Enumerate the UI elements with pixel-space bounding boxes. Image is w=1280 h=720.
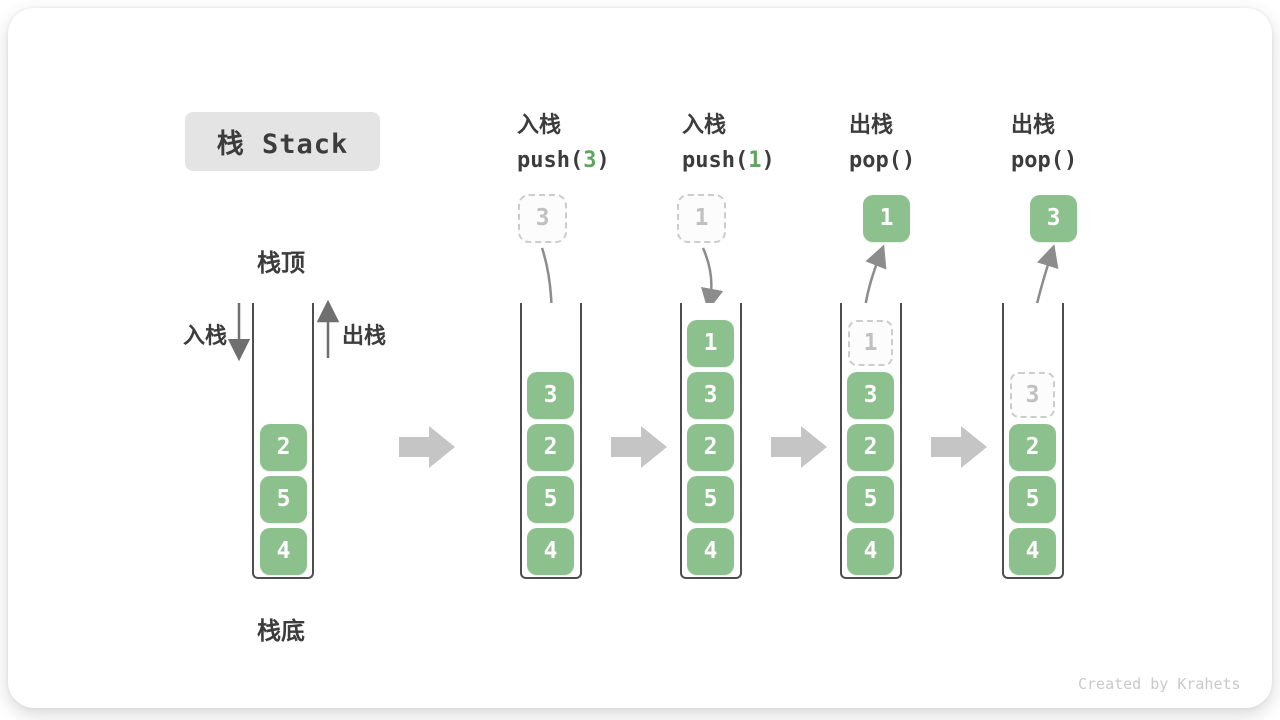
stack4-element: 2 — [847, 424, 894, 471]
watermark: Created by Krahets — [1078, 675, 1241, 693]
stack5-ghost-element: 3 — [1010, 372, 1055, 418]
op-code: push(3) — [517, 148, 610, 173]
op-header-push-3: 入栈 push(3) — [517, 107, 667, 173]
op-code: push(1) — [682, 148, 775, 173]
stack2-element: 2 — [527, 424, 574, 471]
stack4-element: 3 — [847, 372, 894, 419]
pop-side-label: 出栈 — [342, 323, 387, 348]
stack2-element: 5 — [527, 476, 574, 523]
stack1-element: 5 — [260, 476, 307, 523]
diagram-title: 栈 Stack — [185, 112, 380, 171]
stack3-element: 2 — [687, 424, 734, 471]
stack5-element: 2 — [1009, 424, 1056, 471]
stack3-incoming-element: 1 — [677, 194, 726, 243]
stack3-element: 5 — [687, 476, 734, 523]
op-header-pop-2: 出栈 pop() — [1011, 107, 1161, 173]
op-code: pop() — [1011, 148, 1078, 173]
op-arg: 3 — [583, 148, 597, 173]
stack4-element: 4 — [847, 528, 894, 575]
stack-top-label: 栈顶 — [257, 250, 305, 277]
stack4-element: 5 — [847, 476, 894, 523]
stack5-element: 4 — [1009, 528, 1056, 575]
push-side-label: 入栈 — [183, 323, 228, 348]
op-code: pop() — [849, 148, 916, 173]
stack4-ghost-element: 1 — [848, 320, 893, 366]
stack1-element: 2 — [260, 424, 307, 471]
stack1-element: 4 — [260, 528, 307, 575]
stack2-incoming-element: 3 — [518, 194, 567, 243]
stack3-element: 3 — [687, 372, 734, 419]
stack3-element: 1 — [687, 320, 734, 367]
op-header-pop-1: 出栈 pop() — [849, 107, 999, 173]
stack5-popped-element: 3 — [1030, 195, 1077, 242]
op-arg: 1 — [748, 148, 762, 173]
op-label: 出栈 — [849, 112, 894, 137]
stack4-popped-element: 1 — [863, 195, 910, 242]
op-label: 入栈 — [682, 112, 727, 137]
stack3-element: 4 — [687, 528, 734, 575]
stack-bottom-label: 栈底 — [257, 618, 305, 645]
op-header-push-1: 入栈 push(1) — [682, 107, 832, 173]
stack2-element: 3 — [527, 372, 574, 419]
op-label: 出栈 — [1011, 112, 1056, 137]
stack5-element: 5 — [1009, 476, 1056, 523]
op-label: 入栈 — [517, 112, 562, 137]
stack2-element: 4 — [527, 528, 574, 575]
